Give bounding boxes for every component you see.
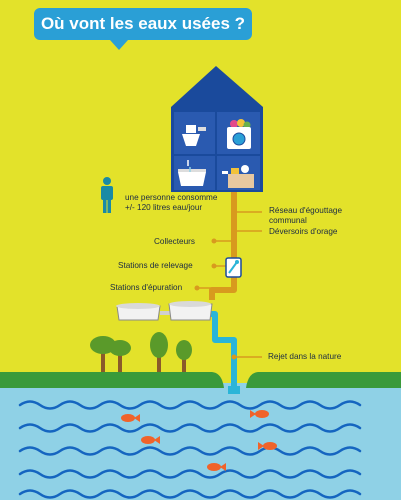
label-rejet: Rejet dans la nature (268, 352, 342, 361)
label-reseau: Réseau d'égouttage communal (269, 206, 342, 226)
label-reseau-line1: Réseau d'égouttage (269, 206, 343, 215)
wave-line (18, 423, 362, 433)
tree-icon (176, 340, 192, 372)
trees (90, 332, 192, 372)
label-epuration: Stations d'épuration (110, 283, 183, 292)
person-icon (101, 177, 113, 213)
wave-line (18, 489, 362, 499)
fish-icon (250, 410, 269, 418)
wave-line (18, 469, 362, 479)
page-title: Où vont les eaux usées ? (40, 14, 246, 33)
pump-icon (225, 257, 242, 278)
toilet-icon (182, 125, 206, 146)
fish-icon (258, 442, 277, 450)
title-bubble-tail (110, 40, 128, 50)
label-collecteurs: Collecteurs (154, 237, 195, 246)
sink-icon (222, 165, 254, 188)
bathtub-icon (178, 160, 206, 186)
wave-line (18, 400, 362, 410)
label-relevage: Stations de relevage (118, 261, 193, 270)
label-reseau-line2: communal (269, 216, 307, 225)
tree-icon (90, 336, 116, 372)
label-deversoirs: Déversoirs d'orage (269, 227, 338, 236)
outfall (228, 386, 240, 394)
water-body (0, 383, 401, 500)
person-note: une personne consomme +/- 120 litres eau… (125, 193, 217, 213)
tree-icon (150, 332, 168, 372)
tree-icon (109, 340, 131, 372)
person-note-line1: une personne consomme (125, 193, 218, 202)
fish-icon (207, 463, 226, 471)
grass-bank-left (0, 372, 224, 388)
treatment-tank-icon (116, 301, 213, 321)
connector-lines (197, 211, 262, 358)
title-bubble: Où vont les eaux usées ? (34, 8, 252, 40)
fish-icon (121, 414, 140, 422)
person-note-line2: +/- 120 litres eau/jour (125, 203, 203, 212)
grass-bank-right (246, 372, 401, 388)
fish-group (121, 410, 277, 471)
washing-machine-icon (227, 119, 251, 149)
waves (18, 400, 362, 499)
wave-line (18, 446, 362, 456)
fish-icon (141, 436, 160, 444)
